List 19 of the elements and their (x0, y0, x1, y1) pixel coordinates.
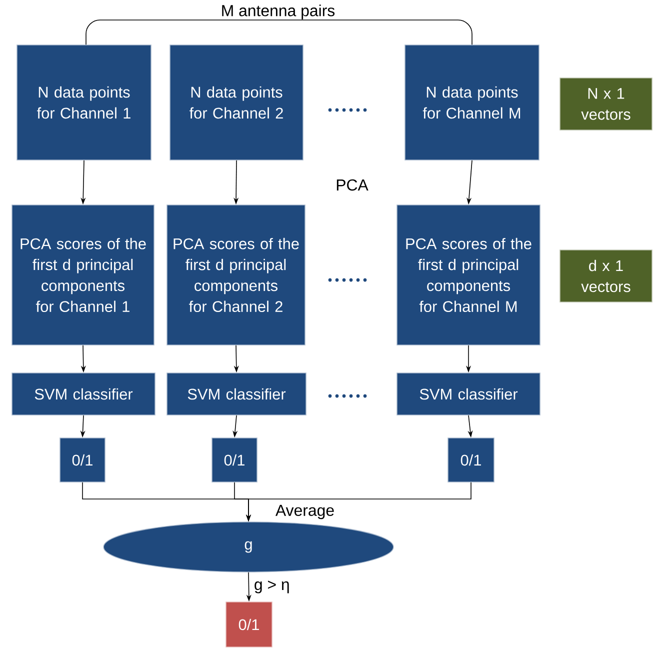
text-label: PCA (336, 179, 368, 191)
process-box: 0/1 (60, 438, 106, 482)
process-box: N data points for Channel M (404, 44, 540, 160)
process-box: SVM classifier (166, 372, 306, 416)
edge-label: g > η (254, 580, 289, 594)
process-box: SVM classifier (12, 372, 156, 416)
process-box: PCA scores of the first d principal components for Channel 2 (166, 204, 306, 346)
process-box: N data points for Channel 1 (16, 44, 152, 160)
process-box: N data points for Channel 2 (170, 44, 304, 160)
process-box: 0/1 (212, 438, 258, 482)
process-box: 0/1 (448, 438, 494, 482)
text-label: M antenna pairs (222, 4, 335, 20)
dimension-box: N x 1 vectors (560, 78, 652, 130)
process-box: PCA scores of the first d principal components for Channel 1 (12, 204, 154, 346)
process-box: PCA scores of the first d principal components for Channel M (396, 204, 540, 346)
decision-box: 0/1 (226, 602, 272, 648)
dimension-box: d x 1 vectors (560, 250, 652, 302)
text-label: Average (276, 504, 334, 520)
process-box: SVM classifier (396, 372, 540, 416)
